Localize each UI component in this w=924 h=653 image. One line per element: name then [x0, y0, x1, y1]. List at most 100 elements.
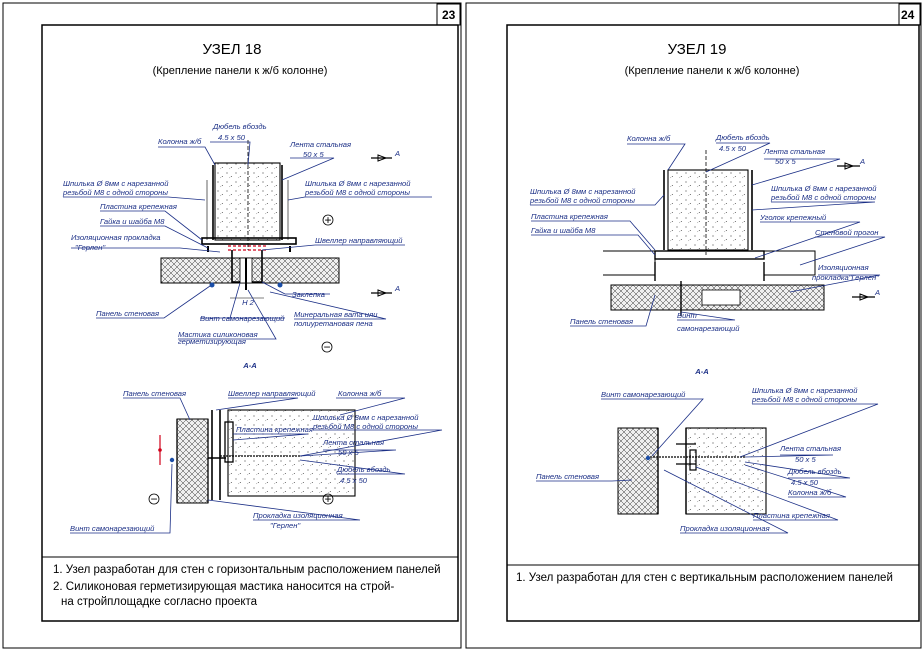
- page-subtitle: (Крепление панели к ж/б колонне): [625, 65, 800, 77]
- label-gasket-2: "Герлен": [75, 243, 105, 252]
- sec-label-strip-size: 50 x 5: [338, 448, 359, 457]
- sec-label-strip: Лента стальная: [779, 444, 841, 453]
- page-number: 23: [442, 8, 456, 22]
- sec-label-channel: Швеллер направляющий: [228, 389, 316, 398]
- sheet-24: 24 УЗЕЛ 19 (Крепление панели к ж/б колон…: [465, 2, 922, 649]
- plan-view-node-19: А А Колонна ж/б Дюбель вбоздь 4.5 x 50 Л…: [529, 133, 886, 333]
- label-plate: Пластина крепежная: [100, 202, 177, 211]
- label-nut-washer: Гайка и шайба М8: [531, 226, 596, 235]
- plus-sign: +: [324, 213, 331, 227]
- sheet-inner-frame: [506, 24, 920, 622]
- sec-label-panel: Панель стеновая: [123, 389, 186, 398]
- section-title: А-А: [694, 367, 709, 376]
- label-strip-size: 50 x 5: [303, 150, 324, 159]
- sec-label-dowel-size: 4.5 x 50: [340, 476, 368, 485]
- sheet-outer-frame: [2, 2, 462, 649]
- section-plus-sign: +: [324, 492, 331, 506]
- sec-label-dowel-size: 4.5 x 50: [791, 478, 819, 487]
- label-screw-1: Винт: [677, 311, 697, 320]
- plan-view-node-18: H 2 + − А А К: [62, 122, 432, 354]
- sec-label-gasket-name: "Герлен": [270, 521, 300, 530]
- section-concrete-column: [685, 427, 767, 515]
- page-title: УЗЕЛ 18: [203, 41, 262, 58]
- note-1: 1. Узел разработан для стен с вертикальн…: [516, 572, 893, 584]
- label-gasket-1: Изоляционная прокладка: [71, 233, 161, 242]
- page-subtitle: (Крепление панели к ж/б колонне): [153, 65, 328, 77]
- label-stud-left-1: Шпилька Ø 8мм с нарезанной: [63, 179, 169, 188]
- sec-label-panel: Панель стеновая: [536, 472, 599, 481]
- sec-label-stud-1: Шпилька Ø 8мм с нарезанной: [313, 413, 419, 422]
- label-dowel-size: 4.5 x 50: [719, 144, 747, 153]
- label-column: Колонна ж/б: [627, 134, 671, 143]
- label-dowel: Дюбель вбоздь: [715, 133, 770, 142]
- label-dowel: Дюбель вбоздь: [212, 122, 267, 131]
- sec-label-column: Колонна ж/б: [338, 389, 382, 398]
- label-screw-2: самонарезающий: [677, 324, 740, 333]
- sheet-outer-frame: [465, 2, 922, 649]
- sec-label-dowel: Дюбель вбоздь: [787, 467, 842, 476]
- sec-label-stud-2: резьбой М8 с одной стороны: [312, 422, 418, 431]
- label-rivet: Заклепка: [292, 290, 325, 299]
- label-strip-size: 50 x 5: [775, 157, 796, 166]
- label-wool-1: Минеральная вата или: [294, 310, 378, 319]
- section-view-node-18: − + Панель стеновая Швеллер направляющий…: [70, 389, 443, 534]
- section-concrete-column: [227, 409, 356, 497]
- page-number-box: [436, 3, 461, 26]
- sec-label-dowel: Дюбель вбоздь: [336, 465, 391, 474]
- section-mark-bottom: А: [874, 288, 880, 297]
- dim-h2: H 2: [242, 298, 255, 307]
- sec-label-strip-size: 50 x 5: [795, 455, 816, 464]
- note-3: на стройплощадке согласно проекта: [61, 596, 258, 608]
- label-channel: Швеллер направляющий: [315, 236, 403, 245]
- section-title: А-А: [242, 361, 257, 370]
- section-minus-sign: −: [150, 492, 157, 506]
- section-view-node-19: Винт самонарезающий Шпилька Ø 8мм с наре…: [536, 386, 879, 534]
- section-wall-panel: [617, 427, 659, 515]
- sec-label-screw: Винт самонарезающий: [70, 524, 155, 533]
- label-steel-strip: Лента стальная: [763, 147, 825, 156]
- sec-label-plate: Пластина крепежная: [753, 511, 830, 520]
- label-panel: Панель стеновая: [570, 317, 633, 326]
- sec-label-gasket: Прокладка изоляционная: [680, 524, 770, 533]
- label-gasket-2: прокладка"Герлен": [812, 273, 879, 282]
- concrete-column: [214, 162, 281, 241]
- sec-label-plate: Пластина крепежная: [236, 425, 313, 434]
- section-mark-top: А: [394, 149, 400, 158]
- label-stud-left-2: резьбой М8 с одной стороны: [62, 188, 168, 197]
- label-panel: Панель стеновая: [96, 309, 159, 318]
- label-stud-right-2: резьбой М8 с одной стороны: [770, 193, 876, 202]
- label-column: Колонна ж/б: [158, 137, 202, 146]
- label-stud-left-1: Шпилька Ø 8мм с нарезанной: [530, 187, 636, 196]
- concrete-column: [667, 169, 749, 251]
- sec-label-stud-1: Шпилька Ø 8мм с нарезанной: [752, 386, 858, 395]
- label-stud-right-1: Шпилька Ø 8мм с нарезанной: [771, 184, 877, 193]
- label-girder: Стеновой прогон: [815, 228, 879, 237]
- label-nut-washer: Гайка и шайба М8: [100, 217, 165, 226]
- label-angle: Уголок крепежный: [759, 213, 827, 222]
- label-stud-left-2: резьбой М8 с одной стороны: [529, 196, 635, 205]
- label-wool-2: полиуретановая пена: [294, 319, 373, 328]
- sheet-23: 23 УЗЕЛ 18 (Крепление панели к ж/б колон…: [2, 2, 462, 649]
- page-title: УЗЕЛ 19: [668, 41, 727, 58]
- sec-label-column: Колонна ж/б: [788, 488, 832, 497]
- page-number: 24: [901, 8, 915, 22]
- label-steel-strip: Лента стальная: [289, 140, 351, 149]
- fixing-plate: [201, 237, 297, 245]
- label-stud-right-2: резьбой М8 с одной стороны: [304, 188, 410, 197]
- label-plate: Пластина крепежная: [531, 212, 608, 221]
- label-screw: Винт самонарезающий: [200, 314, 285, 323]
- minus-sign: −: [323, 340, 330, 354]
- section-wall-panel: [176, 418, 209, 504]
- label-dowel-size: 4.5 x 50: [218, 133, 246, 142]
- sec-label-stud-2: резьбой М8 с одной стороны: [751, 395, 857, 404]
- section-channel: [211, 410, 221, 500]
- section-mark-top: А: [859, 157, 865, 166]
- page-number-box: [898, 3, 921, 26]
- note-2: 2. Силиконовая герметизирующая мастика н…: [53, 581, 394, 593]
- sec-label-strip: Лента стальная: [322, 438, 384, 447]
- note-1: 1. Узел разработан для стен с горизонтал…: [53, 564, 441, 576]
- label-mastic-1: Мастика силиконовая: [178, 330, 258, 339]
- label-mastic-2: герметизирующая: [178, 337, 246, 346]
- sec-label-gasket: Прокладка изоляционная: [253, 511, 343, 520]
